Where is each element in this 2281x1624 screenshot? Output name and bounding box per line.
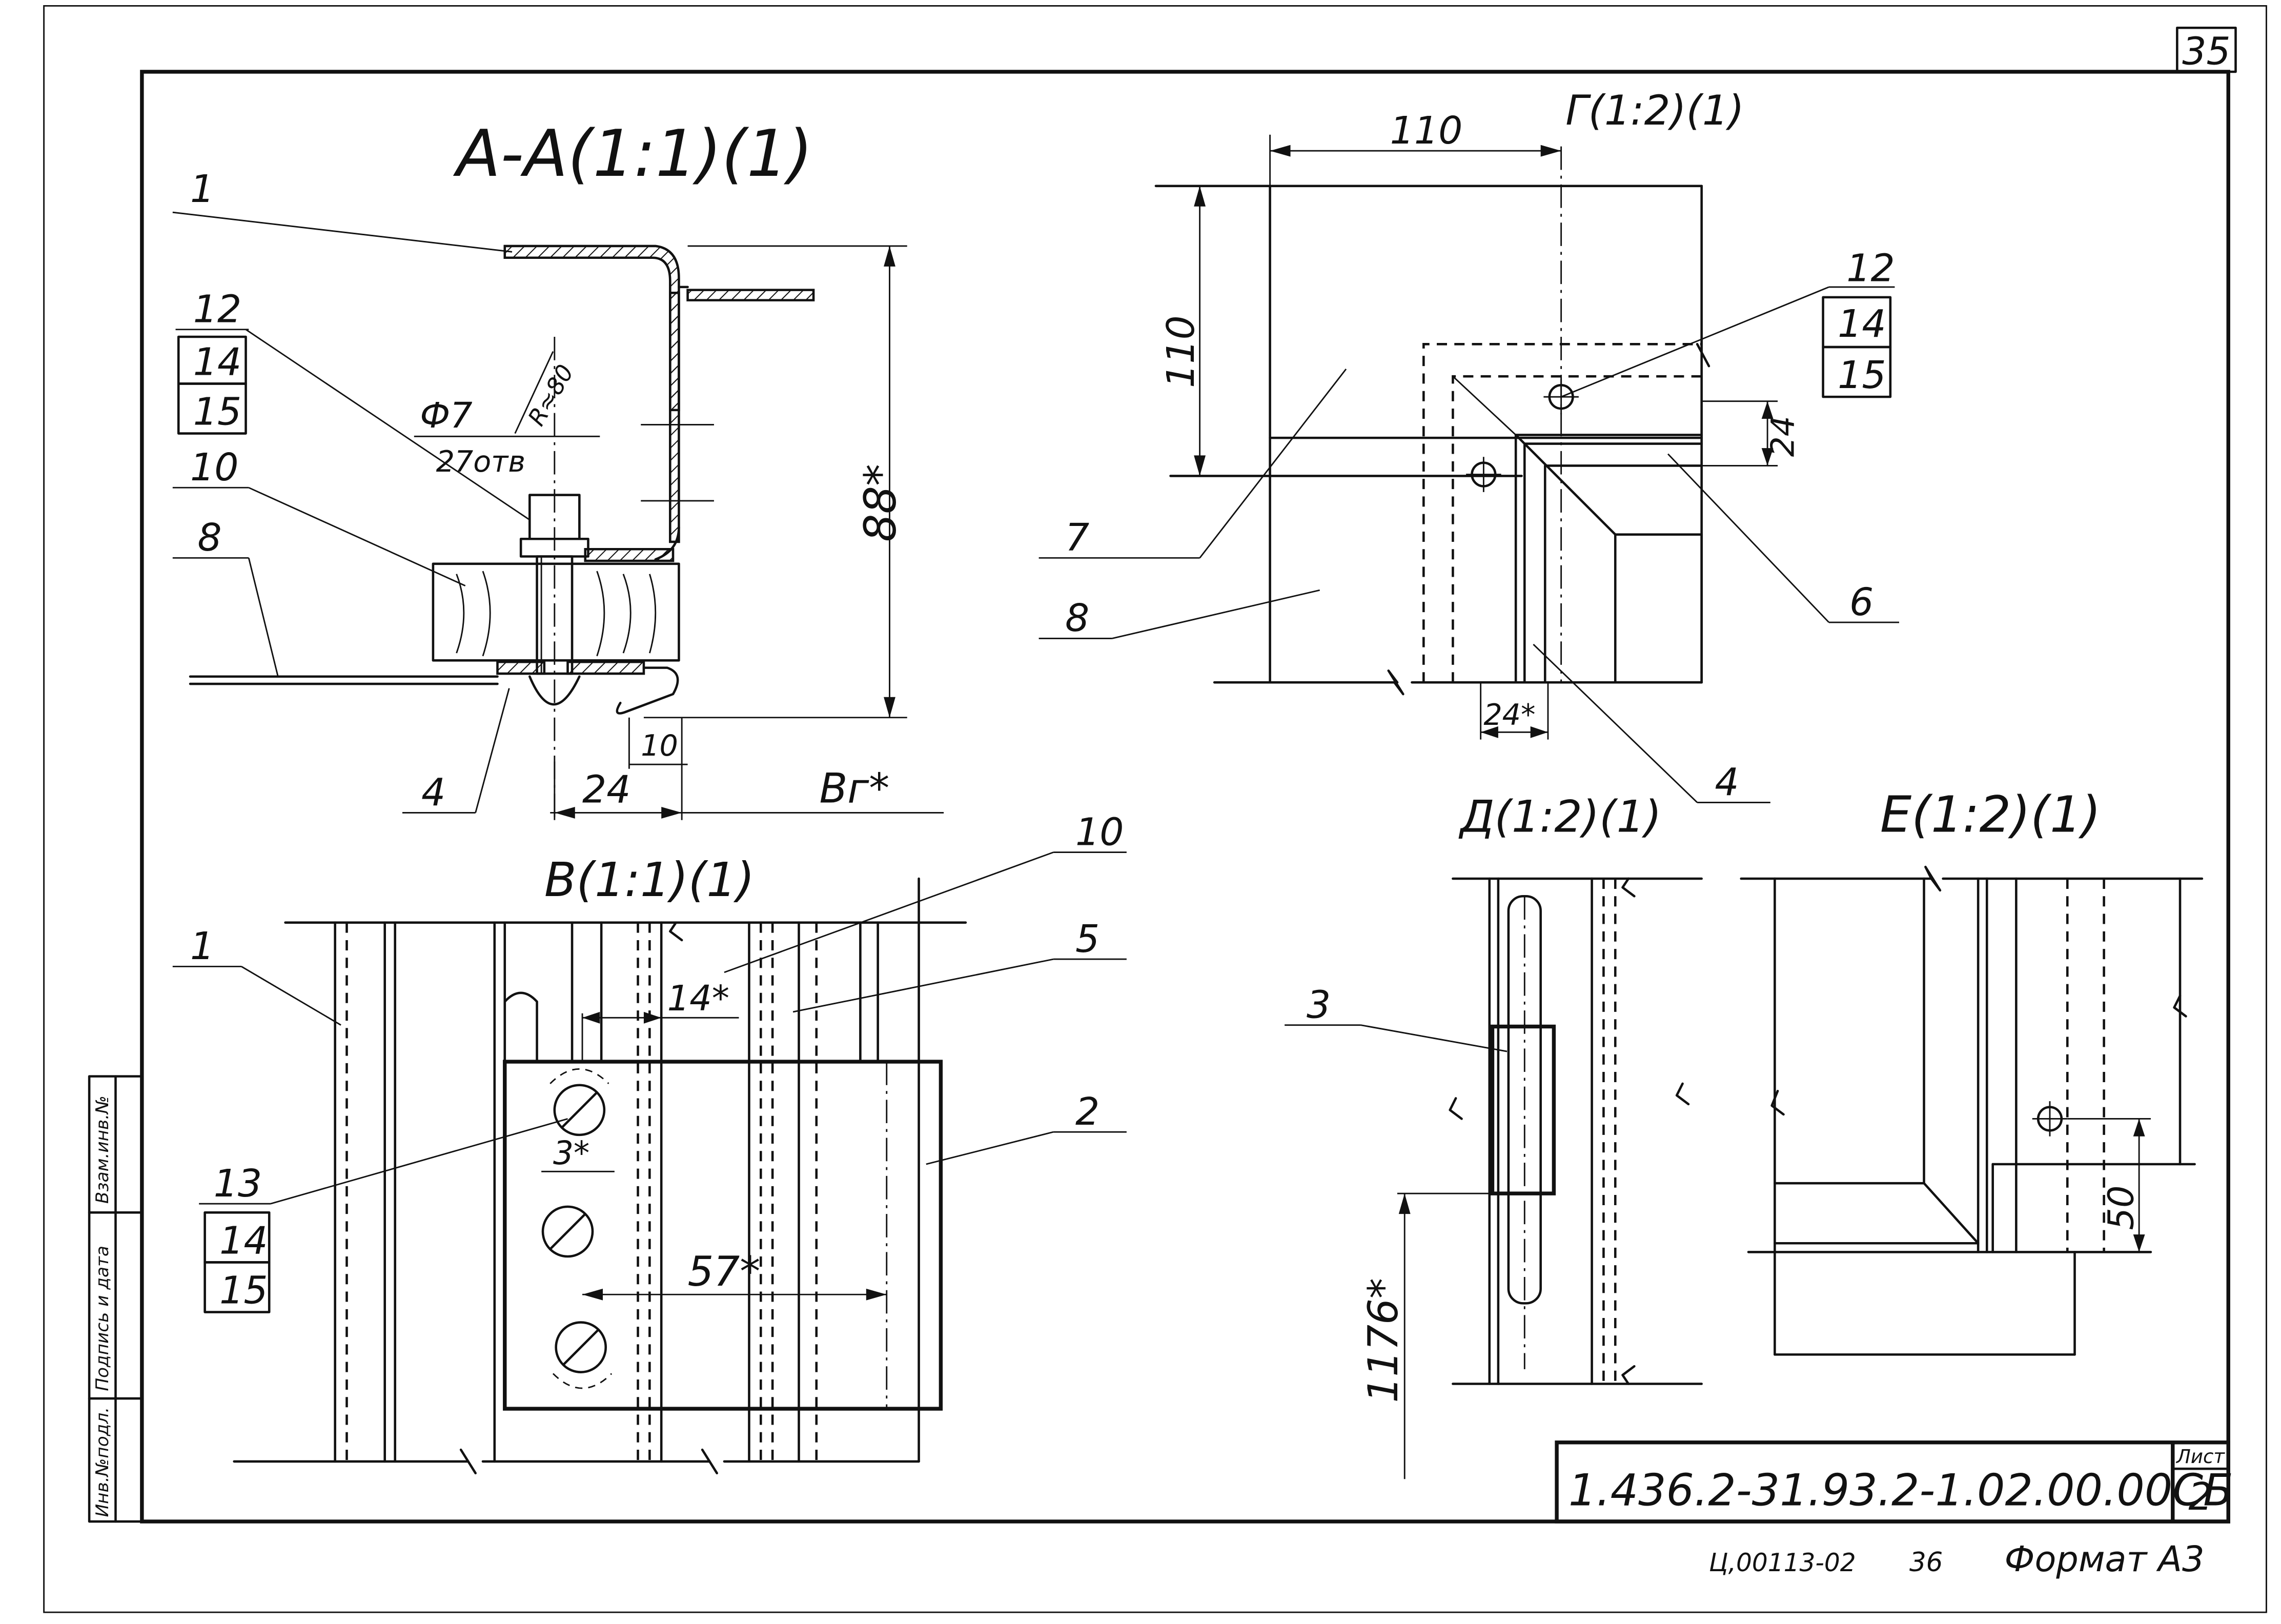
dim-57-star: 57* (688, 1248, 761, 1295)
aa-label-14: 14 (193, 339, 241, 384)
dim-14-star: 14* (667, 978, 729, 1019)
sheet-frame: 35 (43, 5, 2267, 1613)
v-label-2: 2 (1075, 1089, 1099, 1134)
dim-r80: R≈80 (523, 360, 579, 431)
dim-3-star: 3* (553, 1134, 589, 1172)
g-label-7: 7 (1065, 515, 1089, 560)
v-label-13: 13 (214, 1161, 262, 1206)
dim-24: 24 (582, 767, 630, 811)
stamp-signature-date: Подпись и дата (92, 1246, 113, 1391)
view-g: Г(1:2)(1) 110 110 (1038, 87, 1900, 804)
dim-88: 88* (855, 464, 906, 542)
v-label-10: 10 (1075, 809, 1124, 854)
view-e-title: Е(1:2)(1) (1880, 786, 2101, 844)
view-g-title: Г(1:2)(1) (1565, 87, 1744, 134)
dim-24-star: 24* (1483, 698, 1535, 732)
aa-label-12: 12 (193, 287, 241, 331)
title-block: Лист 2 1.436.2-31.93.2-1.02.00.00СБ (1555, 1440, 2233, 1524)
d-label-3: 3 (1307, 982, 1331, 1027)
document-code: 1.436.2-31.93.2-1.02.00.00СБ (1569, 1465, 2233, 1516)
g-label-4: 4 (1715, 760, 1739, 804)
dim-bg: Вг* (819, 764, 889, 812)
view-v-title: В(1:1)(1) (544, 852, 755, 907)
g-label-6: 6 (1849, 580, 1873, 624)
v-label-5: 5 (1075, 917, 1099, 961)
bottom-number: 36 (1909, 1547, 1943, 1578)
list-label: Лист (2175, 1446, 2225, 1468)
dim-27-holes: 27отв (436, 445, 525, 479)
stamp-replaced-inv: Взам.инв.№ (92, 1095, 113, 1204)
bottom-code: Ц,00113-02 (1709, 1549, 1856, 1577)
view-v: В(1:1)(1) (172, 809, 1127, 1475)
view-e: Е(1:2)(1) 50 (1740, 786, 2204, 1356)
dim-1176: 1176* (1359, 1278, 1407, 1403)
g-label-14: 14 (1838, 301, 1886, 346)
dim-24-vertical: 24 (1764, 416, 1802, 457)
dim-110-horizontal: 110 (1390, 108, 1463, 153)
dim-phi7: Ф7 (420, 395, 473, 436)
view-d-title: Д(1:2)(1) (1458, 791, 1662, 843)
format-label: Формат А3 (2005, 1539, 2205, 1580)
stamp-inv-no: Инв.№подл. (92, 1407, 113, 1517)
v-label-14: 14 (219, 1218, 268, 1263)
aa-label-8: 8 (197, 515, 221, 560)
aa-label-15: 15 (193, 389, 241, 434)
v-label-15: 15 (219, 1268, 268, 1312)
aa-label-4: 4 (421, 770, 445, 815)
aa-label-10: 10 (190, 445, 238, 490)
list-number: 2 (2188, 1474, 2212, 1519)
dim-50: 50 (2101, 1185, 2142, 1230)
side-stamp: Инв.№подл. Подпись и дата Взам.инв.№ (88, 1075, 144, 1523)
view-aa-title: А-А(1:1)(1) (453, 116, 813, 191)
dim-110-vertical: 110 (1158, 315, 1203, 388)
g-label-8: 8 (1065, 596, 1089, 640)
hinge-holes (541, 1068, 613, 1389)
g-label-15: 15 (1838, 353, 1886, 397)
view-d: Д(1:2)(1) 1176* 3 (1285, 791, 1703, 1479)
g-label-12: 12 (1846, 246, 1895, 290)
dim-10: 10 (641, 729, 678, 763)
v-label-1: 1 (190, 924, 214, 968)
view-aa: А-А(1:1)(1) 88* (172, 116, 944, 820)
corner-sheet-number: 35 (2182, 29, 2230, 74)
aa-label-1: 1 (190, 167, 214, 211)
